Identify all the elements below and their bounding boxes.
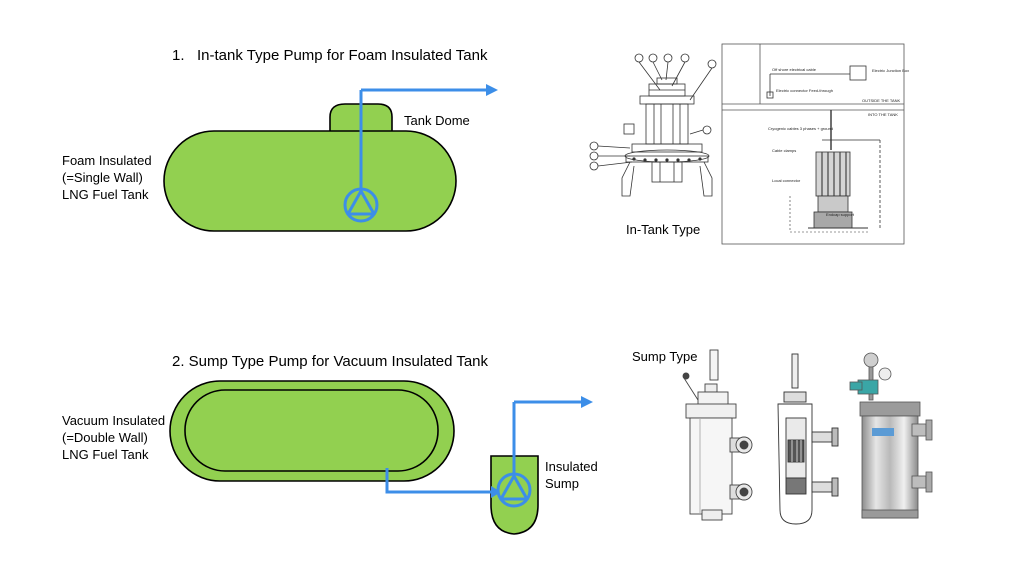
in-tank-pump-drawing — [589, 53, 717, 197]
tank-dome-label: Tank Dome — [404, 113, 470, 128]
sump-pipe — [385, 400, 583, 494]
flow-arrow-head — [486, 84, 498, 96]
vacuum-inner-tank — [184, 389, 439, 472]
pump-symbol-icon — [343, 187, 379, 223]
callout-circles-top — [634, 53, 717, 101]
in-tank-type-label: In-Tank Type — [626, 222, 701, 237]
schematic-outside-label: OUTSIDE THE TANK — [862, 98, 901, 103]
sump-pump-symbol-icon — [496, 472, 532, 508]
schematic-cable-label: Off shore electrical cable — [772, 67, 817, 72]
sump-flow-arrow-head — [581, 396, 593, 408]
sump-type-label: Sump Type — [632, 349, 698, 364]
schematic-local-label: Local connector — [772, 178, 801, 183]
sump-pump-photo-3 — [849, 352, 933, 519]
schematic-connector-label: Electric connector Feed-through — [776, 88, 833, 93]
sump-pump-cutaway-2 — [777, 353, 839, 525]
sump-pump-drawing-1 — [682, 349, 753, 521]
section1-title: 1. In-tank Type Pump for Foam Insulated … — [172, 47, 488, 64]
vacuum-tank-label: Vacuum Insulated (=Double Wall) LNG Fuel… — [62, 413, 166, 462]
sump-feed-arrow-head — [491, 486, 501, 498]
installation-schematic: Off shore electrical cable Electric Junc… — [721, 43, 909, 245]
section2-title: 2. Sump Type Pump for Vacuum Insulated T… — [172, 353, 489, 370]
schematic-into-label: INTO THE TANK — [868, 112, 898, 117]
foam-insulated-tank — [163, 130, 457, 232]
insulated-sump-label: Insulated Sump — [545, 459, 598, 491]
foam-tank-label: Foam Insulated (=Single Wall) LNG Fuel T… — [62, 153, 152, 202]
in-tank-pump-pipe — [359, 88, 488, 188]
schematic-junction-label: Electric Junction Box — [872, 68, 909, 73]
schematic-clamps-label: Cable clamps — [772, 148, 796, 153]
schematic-support-label: Endcap support — [826, 212, 855, 217]
callout-circles-side — [589, 125, 712, 171]
schematic-cryo-label: Cryogenic cables 3 phases + ground — [768, 126, 833, 131]
